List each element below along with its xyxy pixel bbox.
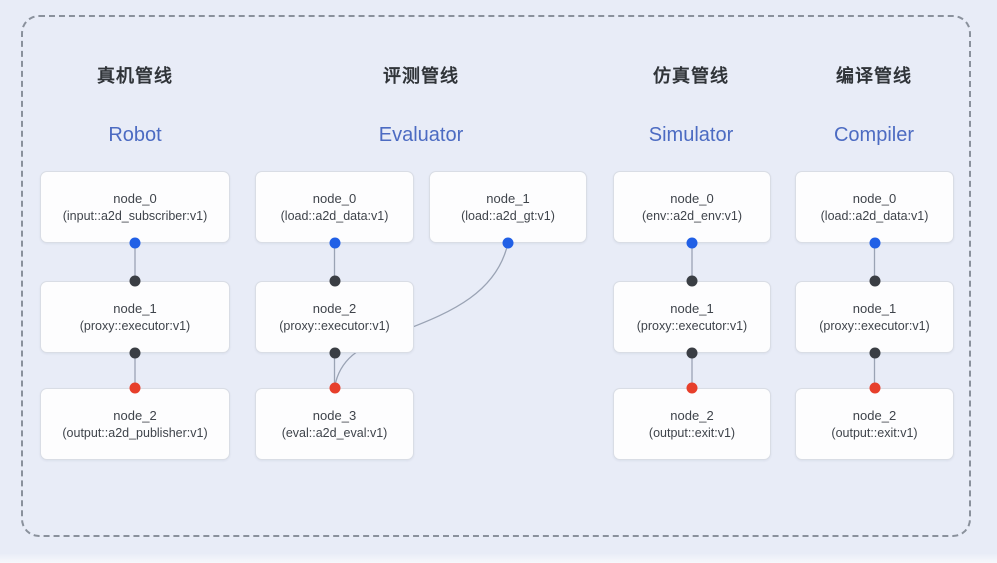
pipeline-title-zh-evaluator: 评测管线 bbox=[383, 66, 459, 86]
node-subtitle: (output::exit:v1) bbox=[831, 426, 918, 440]
node-subtitle: (proxy::executor:v1) bbox=[279, 319, 390, 333]
output-port-dot bbox=[869, 237, 880, 249]
node-subtitle: (env::a2d_env:v1) bbox=[641, 209, 743, 223]
input-port-dot bbox=[329, 275, 340, 287]
node-title: node_1 bbox=[113, 301, 157, 316]
node-subtitle: (load::a2d_gt:v1) bbox=[461, 209, 555, 223]
node-title: node_2 bbox=[113, 408, 157, 423]
node-title: node_1 bbox=[670, 301, 714, 316]
output-port-dot bbox=[869, 347, 880, 359]
output-port-dot bbox=[129, 347, 141, 359]
pipeline-title-en-compiler: Compiler bbox=[833, 124, 915, 146]
node-title: node_0 bbox=[852, 191, 897, 206]
output-port-dot bbox=[686, 347, 698, 359]
node-card-simulator-node2: node_2 (output::exit:v1) bbox=[613, 388, 771, 460]
pipeline-title-zh-simulator: 仿真管线 bbox=[653, 66, 729, 86]
node-title: node_0 bbox=[312, 191, 357, 206]
node-title: node_2 bbox=[670, 408, 714, 423]
input-port-dot bbox=[686, 275, 698, 287]
input-port-dot bbox=[129, 382, 141, 394]
node-card-compiler-node2: node_2 (output::exit:v1) bbox=[795, 388, 954, 460]
node-card-compiler-node1: node_1 (proxy::executor:v1) bbox=[795, 281, 954, 353]
output-port-dot bbox=[129, 237, 141, 249]
pipeline-title-en-evaluator: Evaluator bbox=[378, 124, 464, 146]
node-title: node_2 bbox=[312, 301, 357, 316]
node-card-evaluator-node0: node_0 (load::a2d_data:v1) bbox=[255, 171, 414, 243]
node-subtitle: (input::a2d_subscriber:v1) bbox=[62, 209, 208, 223]
node-title: node_1 bbox=[486, 191, 530, 206]
node-card-robot-node1: node_1 (proxy::executor:v1) bbox=[40, 281, 230, 353]
pipeline-title-en-robot: Robot bbox=[108, 124, 162, 146]
node-subtitle: (proxy::executor:v1) bbox=[79, 319, 191, 333]
pipeline-title-zh-robot: 真机管线 bbox=[97, 66, 173, 86]
node-subtitle: (load::a2d_data:v1) bbox=[280, 209, 389, 223]
node-title: node_0 bbox=[670, 191, 714, 206]
input-port-dot bbox=[686, 382, 698, 394]
node-card-evaluator-node3: node_3 (eval::a2d_eval:v1) bbox=[255, 388, 414, 460]
output-port-dot bbox=[502, 237, 514, 249]
node-subtitle: (proxy::executor:v1) bbox=[636, 319, 748, 333]
output-port-dot bbox=[329, 347, 340, 359]
node-card-simulator-node0: node_0 (env::a2d_env:v1) bbox=[613, 171, 771, 243]
input-port-dot bbox=[869, 382, 880, 394]
node-card-robot-node2: node_2 (output::a2d_publisher:v1) bbox=[40, 388, 230, 460]
pipeline-title-en-simulator: Simulator bbox=[648, 124, 734, 146]
node-title: node_1 bbox=[852, 301, 897, 316]
node-subtitle: (load::a2d_data:v1) bbox=[820, 209, 929, 223]
node-title: node_0 bbox=[113, 191, 157, 206]
node-card-simulator-node1: node_1 (proxy::executor:v1) bbox=[613, 281, 771, 353]
output-port-dot bbox=[329, 237, 340, 249]
node-title: node_2 bbox=[852, 408, 897, 423]
node-card-compiler-node0: node_0 (load::a2d_data:v1) bbox=[795, 171, 954, 243]
node-card-evaluator-node1: node_1 (load::a2d_gt:v1) bbox=[429, 171, 587, 243]
node-title: node_3 bbox=[312, 408, 357, 423]
input-port-dot bbox=[129, 275, 141, 287]
node-subtitle: (output::a2d_publisher:v1) bbox=[62, 426, 208, 440]
input-port-dot bbox=[869, 275, 880, 287]
node-subtitle: (output::exit:v1) bbox=[648, 426, 736, 440]
input-port-dot bbox=[329, 382, 340, 394]
node-subtitle: (eval::a2d_eval:v1) bbox=[281, 426, 388, 440]
pipeline-title-zh-compiler: 编译管线 bbox=[836, 66, 912, 86]
node-card-evaluator-node2: node_2 (proxy::executor:v1) bbox=[255, 281, 414, 353]
diagram-dashed-frame bbox=[21, 15, 971, 537]
node-subtitle: (proxy::executor:v1) bbox=[819, 319, 930, 333]
output-port-dot bbox=[686, 237, 698, 249]
node-card-robot-node0: node_0 (input::a2d_subscriber:v1) bbox=[40, 171, 230, 243]
